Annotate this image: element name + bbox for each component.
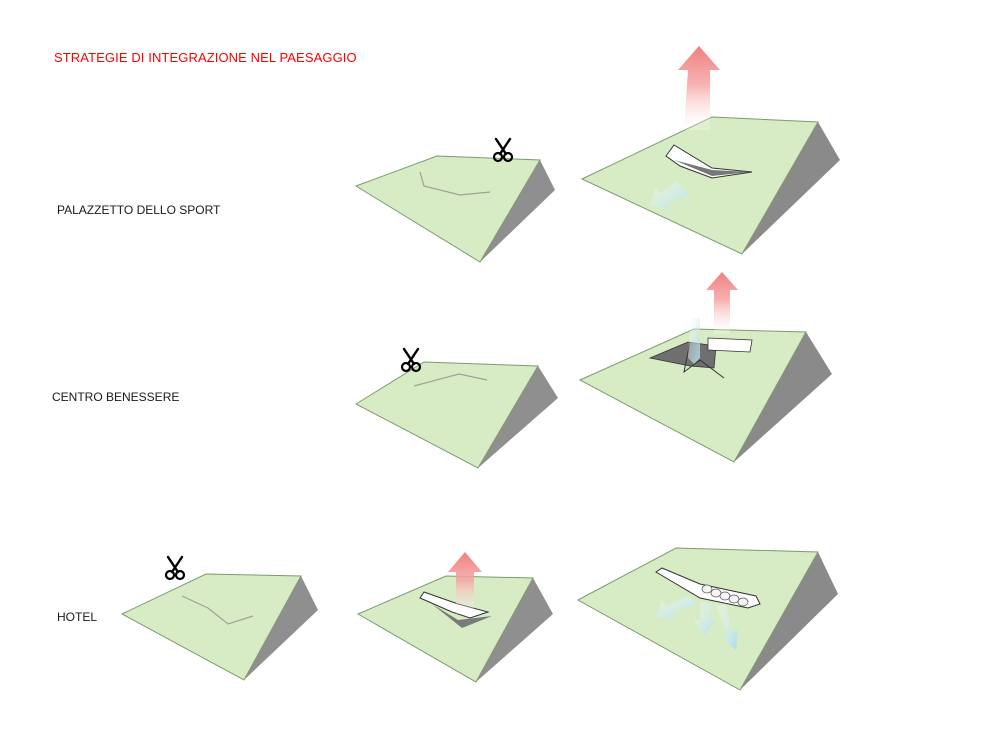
airflow-arrow-icon	[694, 602, 716, 636]
airflow-arrow-icon	[650, 182, 690, 210]
row-1-step-2	[580, 46, 840, 255]
terrain-shadow	[244, 576, 318, 680]
row-2-step-2	[578, 272, 832, 463]
cut-edge	[683, 341, 725, 379]
row-1-step-1	[354, 137, 555, 263]
terrain-plane	[578, 328, 807, 463]
row-3-step-1	[120, 555, 318, 681]
cut-line	[413, 373, 488, 387]
heat-arrow-icon	[678, 46, 720, 130]
row-3-step-3	[576, 547, 838, 691]
terrain-shadow	[478, 366, 558, 468]
terrain-shadow	[476, 578, 553, 682]
row-3-step-2	[356, 552, 553, 683]
heat-arrow-icon	[706, 272, 738, 334]
terrain-plane	[580, 116, 819, 255]
cut-line	[181, 595, 254, 625]
building-void-shadow	[674, 160, 750, 176]
airflow-arrow-icon	[716, 604, 738, 650]
terrain-plane	[120, 573, 302, 681]
scissors-icon	[492, 137, 514, 163]
terrain-plane	[354, 155, 541, 263]
heat-arrow-icon	[448, 552, 482, 614]
building-cut	[665, 144, 753, 179]
building-void-shadow	[432, 604, 492, 628]
terrain-shadow	[740, 552, 838, 690]
airflow-arrow-icon	[656, 596, 698, 618]
hotel-rooms	[701, 584, 749, 607]
row-label-centro-benessere: CENTRO BENESSERE	[52, 390, 180, 404]
scissors-icon	[164, 555, 186, 581]
row-2-step-1	[354, 347, 558, 469]
page-title: STRATEGIE DI INTEGRAZIONE NEL PAESAGGIO	[54, 50, 357, 65]
terrain-shadow	[480, 160, 555, 262]
terrain-plane	[576, 547, 819, 691]
terrain-shadow	[742, 122, 840, 254]
row-label-palazzetto: PALAZZETTO DELLO SPORT	[57, 203, 221, 217]
airflow-arrow-icon	[688, 318, 700, 364]
terrain-shadow	[734, 332, 832, 462]
terrain-plane	[356, 575, 534, 683]
terrain-plane	[354, 361, 539, 469]
cut-line	[419, 171, 491, 196]
building-block	[707, 337, 753, 353]
row-label-hotel: HOTEL	[57, 610, 98, 624]
